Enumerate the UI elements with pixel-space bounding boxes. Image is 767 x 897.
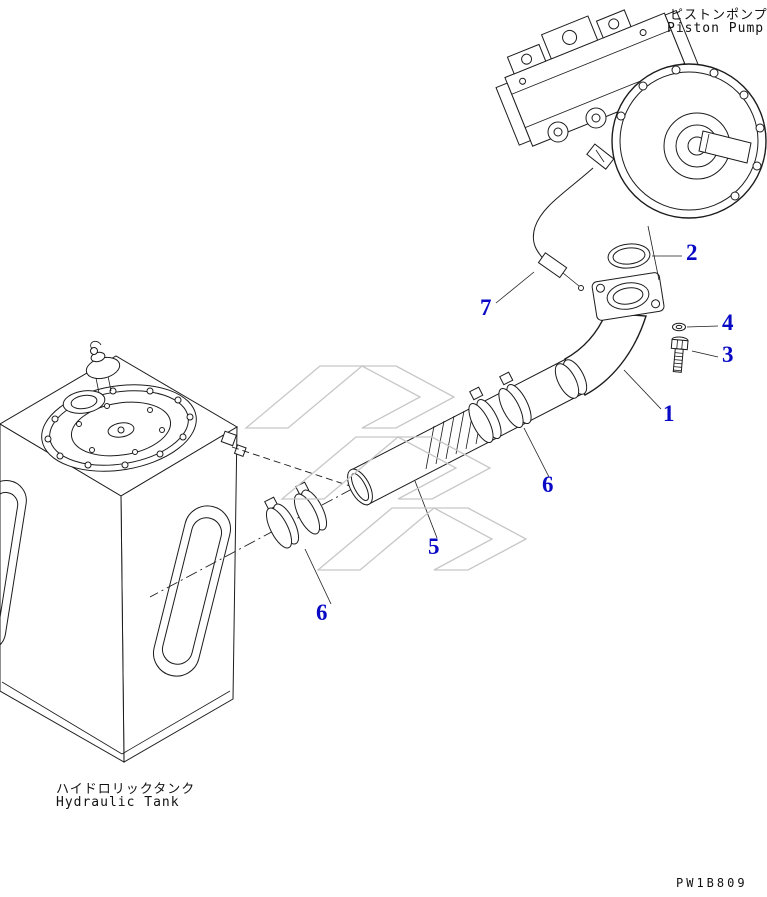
callout-6-upper: 6: [542, 472, 554, 497]
callout-2: 2: [686, 240, 698, 265]
tank-label-jp: ハイドロリックタンク: [56, 782, 196, 797]
hose-clamp-upper: [468, 371, 532, 443]
pump-label-en: Piston Pump: [667, 21, 765, 36]
mounting-bolt: [670, 336, 689, 373]
callout-5: 5: [428, 534, 440, 559]
tank-breather-cap: [85, 340, 121, 394]
tank-oval-left: [0, 479, 27, 652]
callout-6-lower: 6: [316, 600, 328, 625]
pump-bell-housing: [611, 63, 767, 219]
pump-body: [495, 9, 704, 147]
watermark-chevrons: [244, 365, 528, 571]
hydraulic-tank: [0, 340, 247, 763]
tank-filler-ring: [62, 390, 106, 414]
o-ring: [607, 243, 651, 269]
washer: [672, 322, 686, 332]
drawing-code: PW1B809: [676, 876, 748, 890]
pump-port: [585, 107, 607, 129]
sensor-body: [537, 252, 568, 279]
hose-clamp-lower: [264, 481, 328, 549]
pump-flange: [591, 272, 665, 321]
elbow-tube: [554, 312, 647, 399]
piston-pump: [495, 9, 767, 219]
callout-3: 3: [722, 342, 734, 367]
pump-label-jp: ピストンポンプ: [670, 8, 767, 23]
tank-label-en: Hydraulic Tank: [56, 795, 180, 810]
tank-oval-front: [153, 505, 231, 677]
callout-4: 4: [722, 310, 734, 335]
tank-left-face: [0, 423, 125, 763]
tube-mouth: [347, 468, 373, 506]
callout-1: 1: [663, 401, 675, 426]
pump-flange-axis-line: [647, 225, 660, 281]
pump-shaft: [698, 130, 752, 164]
pump-port: [547, 121, 569, 143]
sensor-wire: [532, 143, 615, 291]
callout-7: 7: [480, 295, 492, 320]
leader-lines: [304, 255, 719, 605]
tank-port-fitting: [220, 430, 247, 458]
